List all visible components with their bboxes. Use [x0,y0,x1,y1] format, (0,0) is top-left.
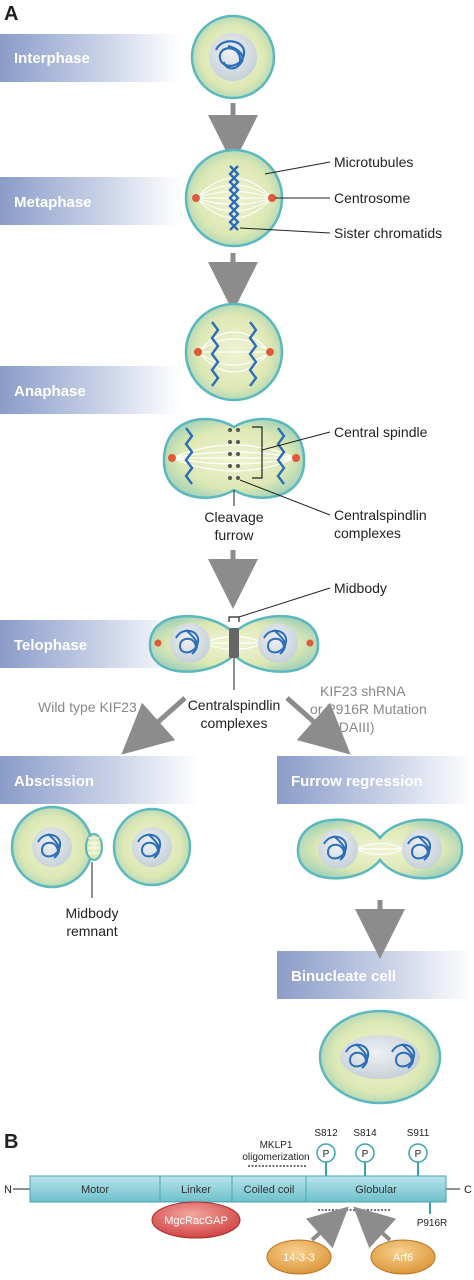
domain-globular [305,1175,447,1203]
domain-motor [29,1175,161,1203]
binucleate-cell [318,1009,442,1105]
arrow-arf6 [353,1206,397,1249]
centralspindlin-complexes-label-1: Centralspindlin [334,507,427,523]
domain-motor-label: Motor [81,1184,109,1196]
arrow-wild-type [121,696,187,755]
domain-globular-label: Globular [355,1184,397,1196]
domain-coiled-coil-label: Coiled coil [244,1184,295,1196]
svg-text:P: P [415,1149,422,1160]
mutant-label-2: or P916R Mutation [310,701,427,717]
phosphosite-s812: S812 P [314,1128,338,1176]
wild-type-label: Wild type KIF23 [38,699,137,715]
domain-coiled-coil [231,1175,307,1203]
cleavage-furrow-label-1: Cleavage [204,509,263,525]
c-terminus-label: C [464,1184,472,1196]
mutant-label-1: KIF23 shRNA [320,683,406,699]
abscission-label: Abscission [14,773,94,790]
svg-text:MgcRacGAP: MgcRacGAP [164,1215,228,1227]
centralspindlin-center-label-1: Centralspindlin [188,697,281,713]
domain-linker-label: Linker [181,1184,211,1196]
furrow-regression-label: Furrow regression [291,773,423,790]
svg-text:14-3-3: 14-3-3 [283,1252,315,1264]
telophase-label: Telophase [14,637,87,654]
midbody-structure [229,628,239,658]
metaphase-banner [0,177,180,225]
abscission-banner [0,756,200,804]
arrow-14-3-3 [305,1206,349,1249]
sister-chromatids-label: Sister chromatids [334,225,442,241]
cleavage-furrow-label-2: furrow [215,527,255,543]
anaphase-cell-early [184,302,284,402]
partner-arf6: Arf6 [370,1239,436,1275]
midbody-remnant-label-1: Midbody [66,905,119,921]
microtubules-label: Microtubules [334,154,413,170]
svg-text:Arf6: Arf6 [393,1252,413,1264]
svg-text:P: P [362,1149,369,1160]
interphase-cell [190,14,276,100]
interphase-label: Interphase [14,50,90,67]
centrosome-label: Centrosome [334,190,410,206]
phosphosite-s911: S911 P [407,1128,430,1176]
centralspindlin-center-label-2: complexes [201,715,268,731]
phosphosite-s814: S814 P [353,1128,377,1176]
furrow-regression-banner [277,756,474,804]
anaphase-banner [0,366,180,414]
midbody-remnant-label-2: remnant [66,923,117,939]
n-terminus-label: N [4,1184,12,1196]
panel-b-label: B [4,1131,18,1153]
arrow-mutant [285,696,351,755]
mutant-label-3: (CDAIII) [324,719,375,735]
binucleate-banner [277,951,474,999]
panel-a-label: A [4,3,18,25]
anaphase-label: Anaphase [14,383,86,400]
metaphase-cell [184,148,284,248]
abscission-cells [10,805,192,889]
anaphase-cell-late [162,417,306,499]
furrow-regression-cell [296,818,464,880]
metaphase-label: Metaphase [14,194,92,211]
svg-text:P: P [323,1149,330,1160]
mklp1-label-2: oligomerization [242,1152,309,1163]
svg-text:S911: S911 [407,1128,430,1139]
central-spindle-label: Central spindle [334,424,428,440]
interphase-banner [0,34,180,82]
svg-text:S812: S812 [314,1128,338,1139]
mklp1-label-1: MKLP1 [260,1140,293,1151]
svg-text:S814: S814 [353,1128,377,1139]
centralspindlin-complexes-label-2: complexes [334,525,401,541]
mgcracgap-partner: MgcRacGAP [151,1201,241,1239]
binucleate-label: Binucleate cell [291,968,396,985]
centrosome-left [192,194,200,202]
midbody-label: Midbody [334,580,387,596]
telophase-cell [148,615,320,673]
partner-14-3-3: 14-3-3 [266,1239,332,1275]
mutation-p916r-label: P916R [417,1218,448,1229]
domain-linker [159,1175,233,1203]
centrosome-right [268,194,276,202]
